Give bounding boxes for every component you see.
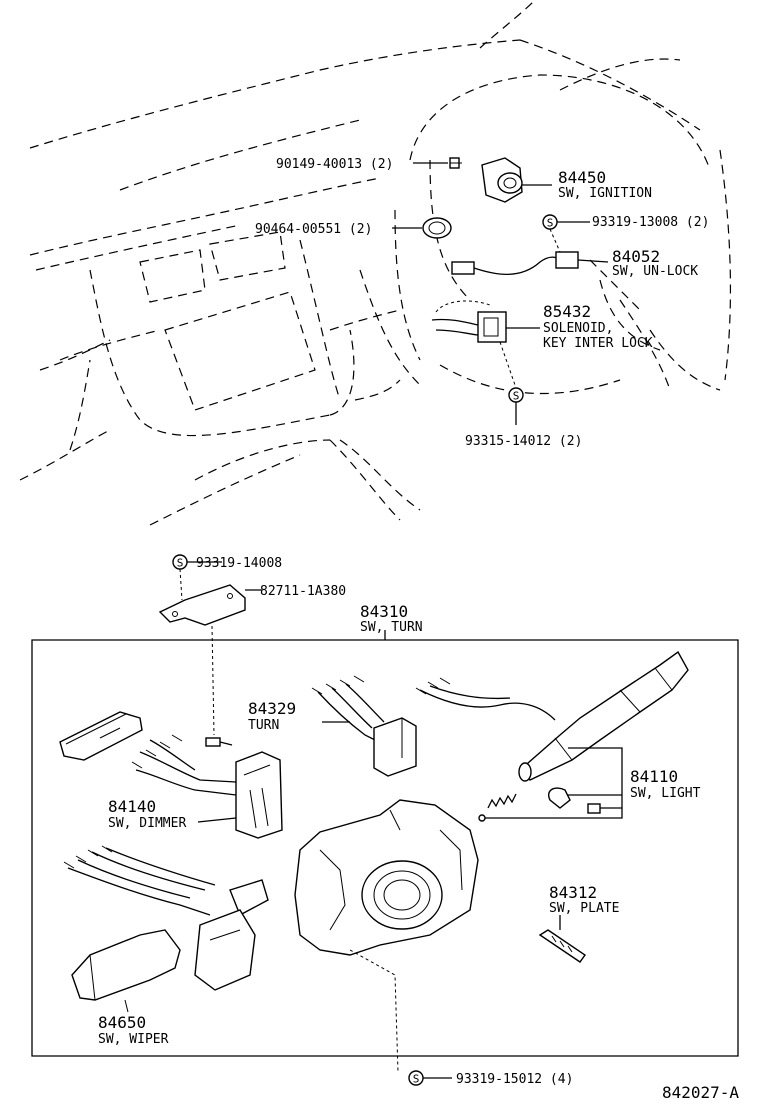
screw-15012-symbol: S	[408, 1070, 452, 1086]
bolt-dimmer-shape	[205, 737, 233, 747]
turn-relay-shape	[311, 675, 417, 777]
turn-switch-body-shape	[294, 799, 479, 1073]
bracket-82711-number: 82711-1A380	[260, 584, 346, 599]
unlock-switch-shape	[451, 251, 609, 275]
screw-15012-number: 93319-15012 (4)	[456, 1072, 573, 1087]
ignition-part-name: SW, IGNITION	[558, 186, 652, 201]
screw-13008-symbol: S	[542, 214, 590, 253]
unlock-part-number: 84052	[612, 247, 660, 266]
screw-13008-number: 93319-13008 (2)	[592, 215, 709, 230]
light-part-name: SW, LIGHT	[630, 786, 701, 801]
screw-symbol-label: S	[413, 1073, 420, 1086]
light-part-number: 84110	[630, 767, 678, 786]
unlock-part-name: SW, UN-LOCK	[612, 264, 698, 279]
bolt-90149-shape	[413, 157, 462, 169]
turn-switch-part-number: 84310	[360, 602, 408, 621]
ignition-switch-shape	[481, 157, 552, 203]
screw-14008-symbol: S	[172, 554, 222, 601]
cancel-cam-shape	[548, 787, 601, 814]
connector-block-shape	[59, 711, 143, 761]
dimmer-switch-shape	[131, 734, 283, 839]
wiper-part-number: 84650	[98, 1013, 146, 1032]
solenoid-name-line2: KEY INTER LOCK	[543, 336, 653, 351]
assembly-frame	[31, 639, 739, 1057]
solenoid-part-number: 85432	[543, 302, 591, 321]
screw-symbol-label: S	[513, 390, 520, 403]
screw-symbol-label: S	[547, 217, 554, 230]
plate-part-name: SW, PLATE	[549, 901, 619, 916]
screw-93315-number: 93315-14012 (2)	[465, 434, 582, 449]
spring-shape	[478, 793, 517, 822]
ignition-part-number: 84450	[558, 168, 606, 187]
screw-14008-number: 93319-14008	[196, 556, 282, 571]
screw-symbol-label: S	[177, 557, 184, 570]
bolt-90149-number: 90149-40013 (2)	[276, 157, 393, 172]
solenoid-name-line1: SOLENOID,	[543, 321, 613, 336]
dimmer-part-number: 84140	[108, 797, 156, 816]
plate-screw-shape	[538, 915, 586, 963]
dimmer-part-name: SW, DIMMER	[108, 816, 186, 831]
clamp-90464-number: 90464-00551 (2)	[255, 222, 372, 237]
wiper-part-name: SW, WIPER	[98, 1032, 169, 1047]
light-switch-lever-shape	[415, 650, 689, 819]
turn-switch-part-name: SW, TURN	[360, 620, 423, 635]
clamp-90464-shape	[392, 217, 452, 239]
solenoid-shape	[431, 300, 540, 386]
bracket-82711-shape	[158, 584, 262, 736]
turn-part-number: 84329	[248, 699, 296, 718]
screw-93315-symbol: S	[508, 387, 524, 425]
plate-part-number: 84312	[549, 883, 597, 902]
wiper-switch-lever-shape	[63, 845, 269, 1013]
diagram-code: 842027-A	[662, 1083, 739, 1102]
dashboard-outline	[19, 0, 732, 526]
turn-part-name: TURN	[248, 718, 279, 733]
